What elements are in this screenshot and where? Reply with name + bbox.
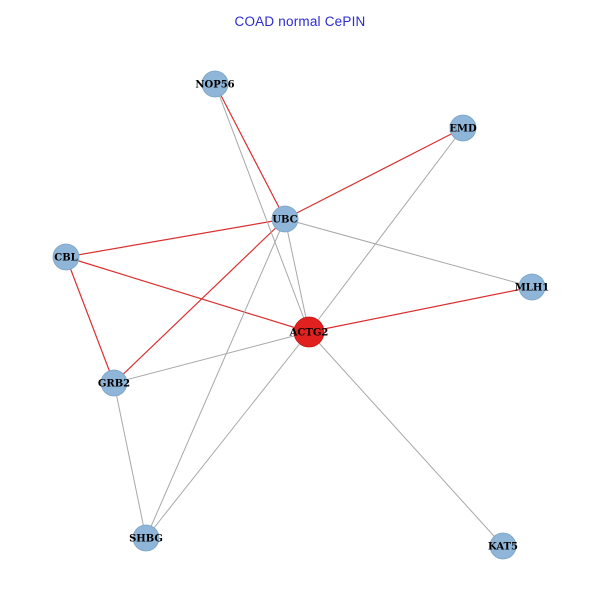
edge-UBC-NOP56 xyxy=(214,83,286,220)
edge-UBC-SHBG xyxy=(145,218,286,539)
node-EMD[interactable]: EMD xyxy=(449,114,477,142)
node-CBL[interactable]: CBL xyxy=(52,243,80,271)
node-GRB2[interactable]: GRB2 xyxy=(98,369,130,397)
node-KAT5[interactable]: KAT5 xyxy=(488,532,518,560)
node-SHBG[interactable]: SHBG xyxy=(129,524,163,552)
node-NOP56[interactable]: NOP56 xyxy=(195,70,235,98)
chart-title: COAD normal CePIN xyxy=(234,14,366,29)
node-circle-ACTG2[interactable] xyxy=(293,316,325,348)
node-circle-UBC[interactable] xyxy=(271,205,299,233)
node-ACTG2[interactable]: ACTG2 xyxy=(289,316,329,348)
node-circle-KAT5[interactable] xyxy=(489,532,517,560)
edge-ACTG2-UBC xyxy=(284,218,310,333)
edge-UBC-EMD xyxy=(284,127,464,220)
node-MLH1[interactable]: MLH1 xyxy=(515,273,550,301)
node-circle-MLH1[interactable] xyxy=(518,273,546,301)
node-circle-CBL[interactable] xyxy=(52,243,80,271)
node-UBC[interactable]: UBC xyxy=(271,205,299,233)
node-circle-GRB2[interactable] xyxy=(100,369,128,397)
node-circle-EMD[interactable] xyxy=(449,114,477,142)
node-circle-SHBG[interactable] xyxy=(132,524,160,552)
edge-ACTG2-MLH1 xyxy=(308,286,533,333)
edge-UBC-MLH1 xyxy=(284,218,533,288)
edge-GRB2-SHBG xyxy=(113,382,147,539)
edge-ACTG2-GRB2 xyxy=(113,331,310,384)
edge-ACTG2-KAT5 xyxy=(308,331,504,547)
edge-ACTG2-NOP56 xyxy=(214,83,310,333)
edge-ACTG2-EMD xyxy=(308,127,464,333)
edge-UBC-CBL xyxy=(65,218,286,258)
edge-UBC-GRB2 xyxy=(113,218,286,384)
edge-ACTG2-SHBG xyxy=(145,331,310,539)
node-circle-NOP56[interactable] xyxy=(201,70,229,98)
edge-CBL-ACTG2 xyxy=(65,256,310,333)
edge-CBL-GRB2 xyxy=(65,256,115,384)
